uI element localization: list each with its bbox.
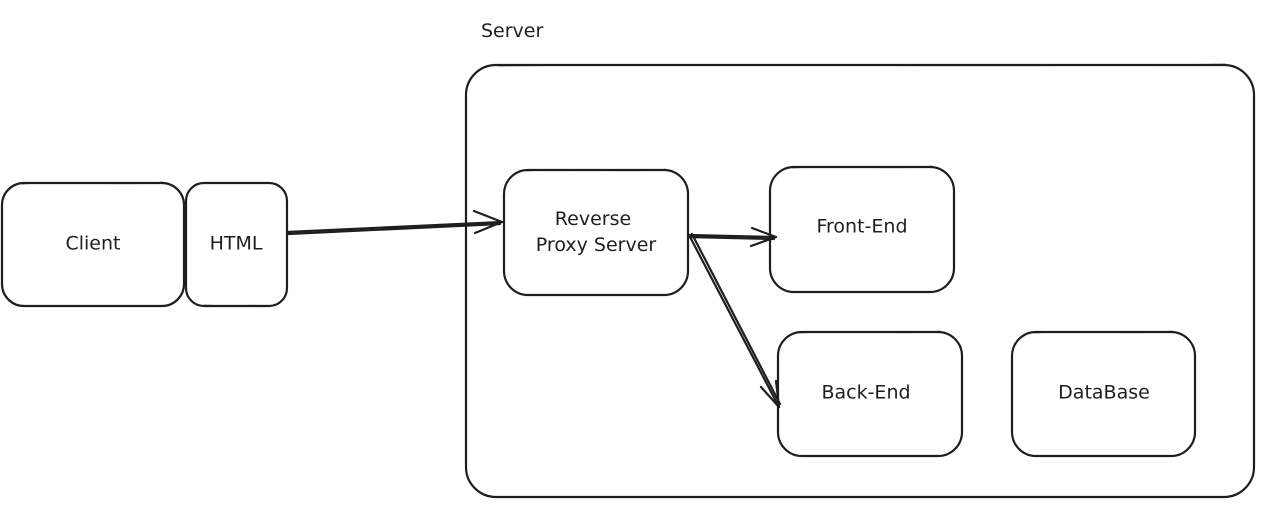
back-end-label: Back-End xyxy=(821,382,910,404)
client-node: Client xyxy=(0,181,186,308)
reverse-proxy-label-line1: Reverse xyxy=(555,208,631,230)
html-node: HTML xyxy=(184,181,289,308)
client-label: Client xyxy=(65,233,120,255)
reverse-proxy-label-line2: Proxy Server xyxy=(536,234,657,256)
database-label: DataBase xyxy=(1058,382,1150,404)
front-end-node: Front-End xyxy=(768,165,956,294)
arrow-html-to-proxy xyxy=(285,209,504,236)
arrow-proxy-to-front-end xyxy=(687,226,778,248)
html-label: HTML xyxy=(210,233,263,255)
arrow-proxy-to-back-end xyxy=(687,232,782,409)
back-end-node: Back-End xyxy=(776,330,964,458)
reverse-proxy-label: Reverse Proxy Server xyxy=(536,208,657,256)
server-title: Server xyxy=(481,20,543,42)
reverse-proxy-node: Reverse Proxy Server xyxy=(502,168,690,297)
database-node: DataBase xyxy=(1010,330,1197,458)
front-end-label: Front-End xyxy=(816,216,907,238)
